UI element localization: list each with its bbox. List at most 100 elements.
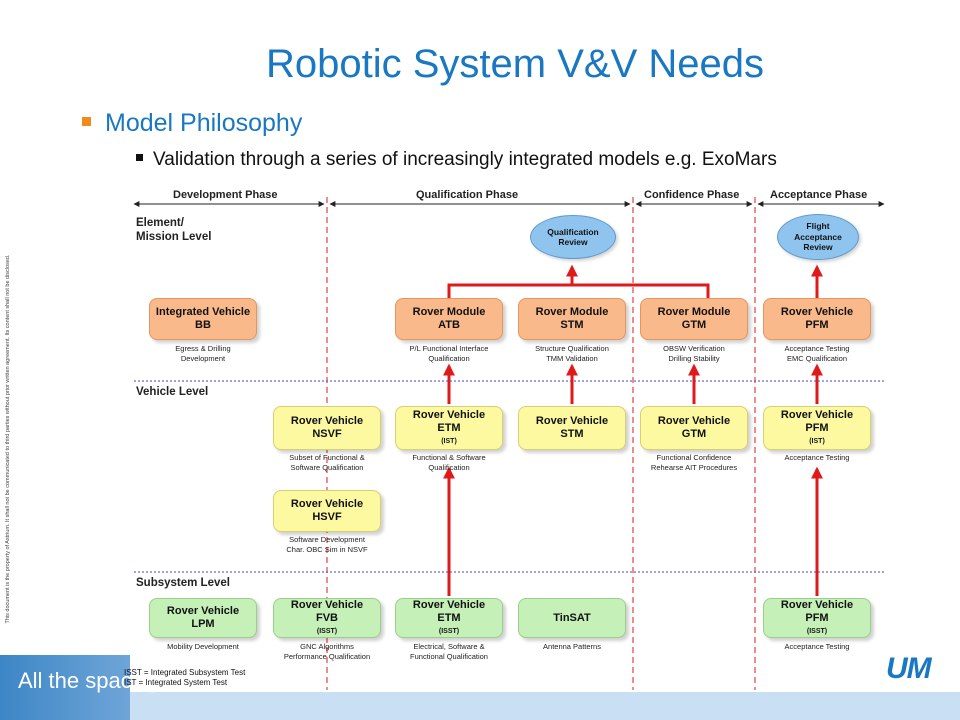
um-logo: UM [886, 652, 932, 685]
review-text: Review [803, 242, 833, 253]
box-model: HSVF [312, 511, 342, 523]
caption-line: OBSW Verification [663, 344, 725, 353]
caption-line: Performance Qualification [283, 651, 371, 661]
phase-label-acceptance: Acceptance Phase [767, 189, 871, 201]
box-model: STM [560, 428, 584, 440]
caption-line: Egress & Drilling [175, 344, 231, 353]
box-title: Integrated Vehicle [155, 306, 251, 318]
box-title: Rover Module [412, 306, 486, 318]
box-title: Rover Module [657, 306, 731, 318]
slide-title: Robotic System V&V Needs [266, 42, 764, 86]
caption-line: Rehearse AIT Procedures [650, 462, 738, 472]
box-model: GTM [681, 319, 707, 331]
caption-line: Char. OBC Sim in NSVF [286, 544, 368, 554]
confidentiality-side-text: This document is the property of Astrium… [5, 254, 11, 624]
bullet-text-model-philosophy: Model Philosophy [105, 109, 303, 137]
caption-line: Functional & Software [412, 453, 486, 462]
caption-line: Functional Confidence [656, 453, 732, 462]
caption-line: Acceptance Testing [784, 344, 850, 353]
level-label-element-line2: Mission Level [136, 231, 212, 243]
caption-line: Qualification [428, 462, 470, 472]
caption-lpm: Mobility Development [140, 642, 266, 652]
level-label-element: Element/ Mission Level [136, 216, 211, 244]
phase-label-qualification: Qualification Phase [413, 189, 522, 201]
caption-line: Development [180, 353, 226, 363]
box-title: Rover Vehicle [657, 415, 731, 427]
box-model: PFM [805, 319, 829, 331]
caption-line: GNC Algorithms [300, 642, 354, 651]
box-model: PFM [805, 421, 829, 434]
box-title: Rover Vehicle [290, 498, 364, 510]
bullet-level-2: Validation through a series of increasin… [136, 149, 777, 171]
caption-nsvf: Subset of Functional &Software Qualifica… [264, 453, 390, 472]
box-test-type: (ISST) [316, 627, 338, 635]
box-test-type: (IST) [809, 437, 825, 445]
caption-tinsat: Antenna Patterns [509, 642, 635, 652]
abbreviation-notes: ISST = Integrated Subsystem Test IST = I… [124, 668, 245, 688]
review-text: Review [558, 237, 588, 247]
box-title: Rover Vehicle [166, 605, 240, 617]
box-model: STM [560, 319, 584, 331]
level-label-element-line1: Element/ [136, 217, 184, 229]
box-title: Rover Vehicle [412, 598, 486, 611]
caption-line: Software Development [289, 535, 365, 544]
box-tinsat: TinSAT [518, 598, 626, 638]
box-model: GTM [681, 428, 707, 440]
note-isst: ISST = Integrated Subsystem Test [124, 668, 246, 677]
level-label-subsystem: Subsystem Level [136, 577, 230, 589]
box-title: Rover Vehicle [780, 598, 854, 611]
qual-collector-line [447, 283, 710, 298]
box-model: FVB [316, 611, 338, 624]
box-title: TinSAT [553, 611, 591, 624]
review-text: Flight [806, 221, 830, 232]
caption-etm-subsystem: Electrical, Software &Functional Qualifi… [386, 642, 512, 661]
caption-line: Structure Qualification [535, 344, 609, 353]
caption-line: P/L Functional Interface [409, 344, 489, 353]
caption-line: Qualification [428, 353, 470, 363]
box-model: LPM [191, 618, 215, 630]
caption-line: EMC Qualification [786, 353, 848, 363]
box-test-type: (ISST) [438, 627, 460, 635]
caption-line: Acceptance Testing [784, 453, 850, 462]
box-title: Rover Vehicle [780, 306, 854, 318]
review-text: Qualification [547, 226, 599, 237]
box-title: Rover Vehicle [412, 408, 486, 421]
box-test-type: (ISST) [806, 627, 828, 635]
box-model: ETM [437, 421, 461, 434]
footer-tagline: All the space you need [18, 668, 241, 693]
caption-line: Drilling Stability [668, 353, 720, 363]
caption-line: Electrical, Software & [413, 642, 485, 651]
review-text: Acceptance [794, 231, 842, 242]
box-test-type: (IST) [441, 437, 457, 445]
box-title: Rover Vehicle [535, 415, 609, 427]
box-model: PFM [805, 611, 829, 624]
box-title: Rover Module [535, 306, 609, 318]
caption-line: Antenna Patterns [543, 642, 601, 651]
footer-bar [0, 692, 960, 720]
level-label-vehicle: Vehicle Level [136, 386, 209, 398]
note-ist: IST = Integrated System Test [124, 678, 228, 687]
